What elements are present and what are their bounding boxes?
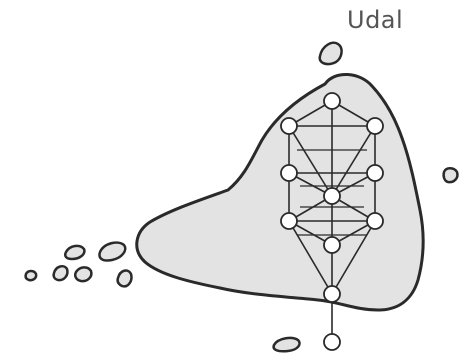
- tree-node-top: [323, 92, 341, 110]
- place-label: Udal: [347, 6, 404, 34]
- tree-node-mr: [366, 164, 384, 182]
- tree-node-b1: [323, 285, 341, 303]
- tree-edge-lr-b1: [331, 220, 376, 295]
- tree-edge-ul-mc: [288, 125, 333, 197]
- north-islet: [318, 41, 343, 66]
- tree-node-lr: [366, 212, 384, 230]
- tree-node-ll: [280, 212, 298, 230]
- tree-node-ul: [280, 117, 298, 135]
- tree-node-ur: [366, 117, 384, 135]
- tree-edge-ll-b1: [288, 220, 333, 295]
- tree-edge-ur-mc: [331, 125, 376, 197]
- tree-node-b2: [323, 333, 341, 351]
- west-islet-4: [52, 264, 69, 282]
- tree-node-ml: [280, 164, 298, 182]
- west-islet-6: [24, 269, 38, 282]
- west-islet-5: [116, 269, 133, 288]
- main-island: [135, 73, 425, 312]
- south-islet: [272, 336, 301, 353]
- tree-node-mc: [323, 187, 341, 205]
- tree-of-life: [280, 92, 384, 351]
- west-islet-2: [64, 244, 86, 261]
- east-islet: [442, 167, 459, 184]
- west-islet-3: [73, 266, 93, 283]
- tree-node-lc: [323, 236, 341, 254]
- west-islet-1: [98, 241, 127, 262]
